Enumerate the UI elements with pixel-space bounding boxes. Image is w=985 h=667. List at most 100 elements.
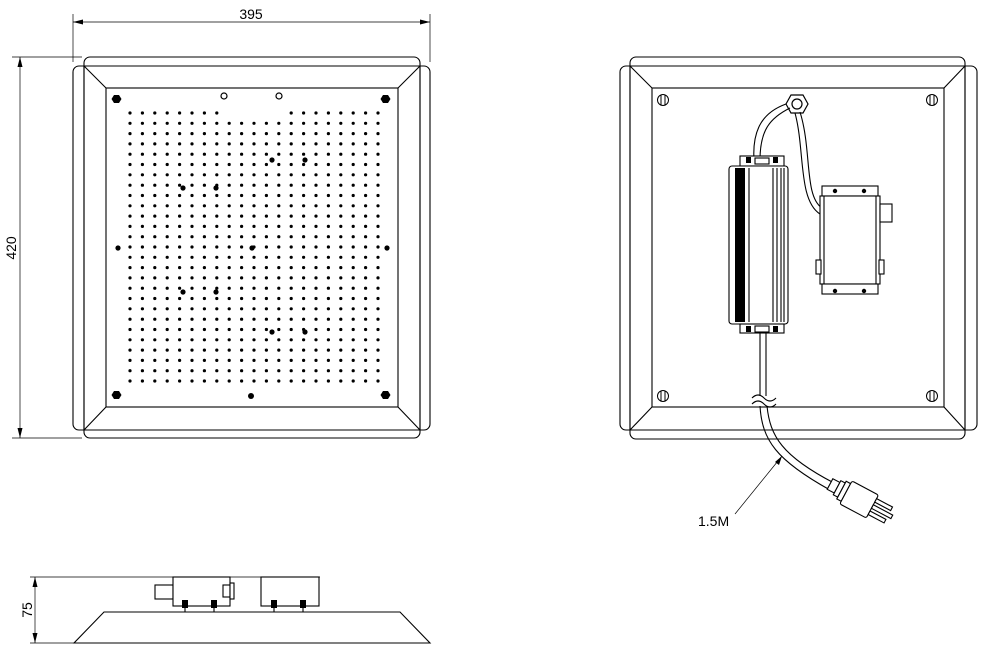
led-dot <box>165 224 169 228</box>
led-dot <box>140 183 144 187</box>
led-dot <box>376 193 380 198</box>
led-dot <box>190 111 194 115</box>
led-dot <box>314 162 318 167</box>
led-dot <box>376 173 380 177</box>
led-dot <box>140 111 144 115</box>
cable-gland <box>785 94 809 114</box>
led-dot <box>289 245 293 249</box>
led-dot <box>240 348 244 352</box>
led-dot <box>240 358 244 362</box>
led-dot <box>302 162 306 167</box>
led-dot <box>153 379 157 383</box>
led-dot <box>240 266 244 270</box>
led-dot <box>215 224 219 228</box>
led-dot <box>153 358 157 362</box>
led-dot <box>302 255 306 259</box>
led-dot <box>128 224 132 228</box>
led-dot <box>165 214 169 218</box>
led-dot <box>190 214 194 218</box>
led-dot <box>178 132 182 136</box>
led-dot <box>227 379 231 383</box>
power-cord <box>751 333 835 491</box>
led-dot <box>364 348 368 352</box>
led-dot <box>140 245 144 249</box>
led-dot <box>339 307 343 311</box>
led-dot <box>240 162 244 167</box>
led-dot <box>140 307 144 311</box>
led-dot <box>302 193 306 198</box>
led-dot <box>153 224 157 228</box>
led-dot <box>264 224 268 228</box>
led-dot <box>190 132 194 136</box>
led-dot <box>277 183 281 187</box>
led-dot <box>376 317 380 321</box>
led-dot <box>289 348 293 352</box>
led-dot <box>165 286 169 290</box>
led-dot <box>202 204 206 208</box>
led-dot <box>289 255 293 259</box>
mount-point-icon <box>384 245 390 251</box>
led-dot <box>240 369 244 373</box>
led-dot <box>277 173 281 177</box>
led-dot <box>302 224 306 228</box>
led-dot <box>351 369 355 373</box>
led-dot <box>326 338 330 342</box>
led-dot <box>153 183 157 187</box>
led-dot <box>240 214 244 218</box>
led-dot <box>277 142 281 146</box>
led-dot <box>264 132 268 136</box>
led-dot <box>178 245 182 249</box>
led-dot <box>339 255 343 259</box>
led-dot <box>215 142 219 146</box>
led-dot <box>153 132 157 136</box>
led-dot <box>215 111 219 115</box>
led-dot <box>202 152 206 156</box>
led-dot <box>178 111 182 115</box>
led-dot <box>326 369 330 373</box>
led-dot <box>252 214 256 218</box>
led-dot <box>178 379 182 383</box>
led-dot <box>351 296 355 301</box>
led-dot <box>302 152 306 156</box>
front-mounting-screws <box>111 92 391 399</box>
led-dot <box>240 132 244 136</box>
led-dot <box>302 338 306 342</box>
led-dot <box>227 338 231 342</box>
back-view: 1.5M <box>619 56 978 529</box>
led-dot <box>178 369 182 373</box>
led-dot <box>264 255 268 259</box>
led-dot <box>140 348 144 352</box>
led-dot <box>351 266 355 270</box>
led-dot <box>326 224 330 228</box>
led-dot <box>190 255 194 259</box>
led-dot <box>376 379 380 383</box>
mount-point-icon <box>180 185 186 191</box>
led-dot <box>252 235 256 239</box>
led-dot <box>215 286 219 290</box>
led-dot <box>178 224 182 228</box>
power-plug-icon <box>826 477 894 524</box>
led-dot <box>178 162 182 167</box>
led-dot <box>351 276 355 280</box>
led-dot <box>277 162 281 167</box>
led-dot <box>326 276 330 280</box>
led-dot <box>227 286 231 290</box>
led-dot <box>165 276 169 280</box>
led-dot <box>277 235 281 239</box>
led-dot <box>376 214 380 218</box>
led-dot <box>314 286 318 290</box>
led-dot <box>289 307 293 311</box>
led-dot <box>240 286 244 290</box>
led-dot <box>215 276 219 280</box>
led-dot <box>190 379 194 383</box>
mount-point-icon <box>302 329 308 335</box>
led-dot <box>264 296 268 301</box>
led-dot <box>326 307 330 311</box>
led-dot <box>190 369 194 373</box>
led-dot <box>128 173 132 177</box>
led-dot <box>326 379 330 383</box>
led-dot <box>339 183 343 187</box>
led-dot <box>252 369 256 373</box>
led-dot <box>128 255 132 259</box>
